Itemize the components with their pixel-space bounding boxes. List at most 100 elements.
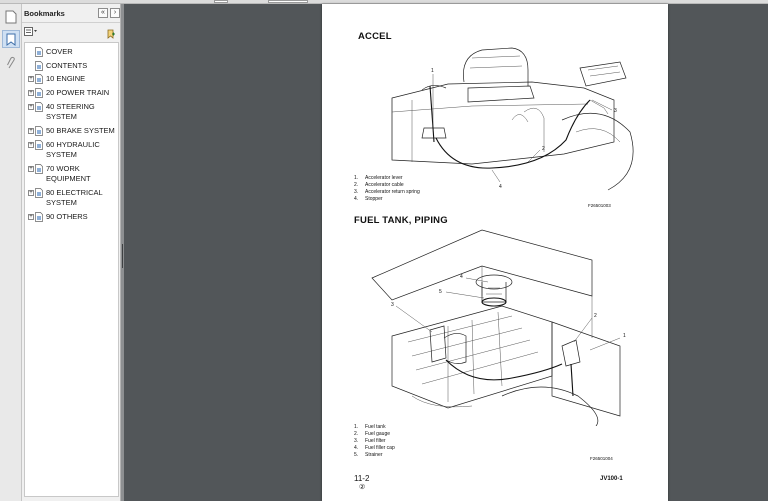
fuel-callout-1: 1 xyxy=(623,333,626,339)
legend-text: Stopper xyxy=(365,196,383,202)
bookmark-item[interactable]: + 80 ELECTRICAL SYSTEM xyxy=(25,188,118,210)
bookmark-item[interactable]: COVER xyxy=(25,47,118,59)
accel-callout-3: 3 xyxy=(614,108,617,114)
bookmark-label: 50 BRAKE SYSTEM xyxy=(46,126,115,135)
legend-row: 4. Stopper xyxy=(354,196,420,203)
bookmark-item[interactable]: + 10 ENGINE xyxy=(25,74,118,86)
bookmark-page-icon xyxy=(35,140,43,150)
legend-text: Accelerator cable xyxy=(365,182,404,188)
bookmarks-toolbar xyxy=(22,23,120,39)
expand-toggle-icon[interactable]: + xyxy=(28,142,34,148)
splitter-grip xyxy=(122,244,123,268)
legend-row: 2. Fuel gauge xyxy=(354,431,395,438)
bookmark-page-icon xyxy=(35,126,43,136)
double-left-arrow-icon[interactable]: « xyxy=(98,8,108,18)
fuel-callout-3: 3 xyxy=(391,302,394,308)
fuel-callout-5: 5 xyxy=(439,289,442,295)
document-page: ACCEL 1 2 xyxy=(322,4,668,501)
bookmark-item[interactable]: + 50 BRAKE SYSTEM xyxy=(25,126,118,138)
revision-mark: ② xyxy=(359,484,366,491)
accel-figure-id: F26501003 xyxy=(588,203,611,208)
fuel-callout-2: 2 xyxy=(594,313,597,319)
bookmark-label: 80 ELECTRICAL SYSTEM xyxy=(46,188,103,207)
legend-text: Accelerator lever xyxy=(365,175,403,181)
legend-number: 5. xyxy=(354,452,359,458)
expand-bookmark-icon[interactable] xyxy=(106,26,116,39)
expand-toggle-icon[interactable]: + xyxy=(28,128,34,134)
expand-toggle-icon[interactable]: + xyxy=(28,166,34,172)
bookmarks-button[interactable] xyxy=(2,30,20,48)
model-code: JV100-1 xyxy=(600,476,623,482)
bookmark-page-icon xyxy=(35,102,43,112)
bookmark-label: 40 STEERING SYSTEM xyxy=(46,102,95,121)
bookmark-page-icon xyxy=(35,164,43,174)
bookmark-page-icon xyxy=(35,88,43,98)
accel-callout-4: 4 xyxy=(499,184,502,190)
right-arrow-icon[interactable]: › xyxy=(110,8,120,18)
accel-legend: 1.Accelerator lever 2.Accelerator cable … xyxy=(354,175,420,203)
expand-toggle-icon[interactable]: + xyxy=(28,76,34,82)
legend-number: 1. xyxy=(354,175,359,181)
page-number: 11-2 xyxy=(354,474,370,483)
bookmark-label: COVER xyxy=(46,47,73,56)
attachments-button[interactable] xyxy=(2,54,20,72)
bookmark-item[interactable]: + 90 OTHERS xyxy=(25,212,118,224)
legend-number: 4. xyxy=(354,196,359,202)
page-icon xyxy=(5,10,17,24)
bookmark-label: CONTENTS xyxy=(46,61,88,70)
accel-section-title: ACCEL xyxy=(358,31,392,42)
page-number-field[interactable] xyxy=(214,0,228,3)
bookmark-label: 90 OTHERS xyxy=(46,212,88,221)
legend-text: Fuel gauge xyxy=(365,431,391,437)
expand-toggle-icon[interactable]: + xyxy=(28,90,34,96)
legend-number: 2. xyxy=(354,182,359,188)
panel-splitter[interactable] xyxy=(121,4,124,501)
expand-toggle-icon[interactable]: + xyxy=(28,214,34,220)
accelerator-diagram: 1 2 3 4 xyxy=(391,47,634,191)
bookmark-page-icon xyxy=(35,188,43,198)
bookmark-label: 70 WORK EQUIPMENT xyxy=(46,164,91,183)
bookmark-label: 10 ENGINE xyxy=(46,74,86,83)
navigation-rail xyxy=(0,4,22,501)
bookmark-page-icon xyxy=(35,74,43,84)
bookmark-tree: COVER CONTENTS + 10 ENGINE + 20 POWER TR… xyxy=(24,42,119,497)
panel-title: Bookmarks xyxy=(24,8,65,18)
bookmark-item[interactable]: + 40 STEERING SYSTEM xyxy=(25,102,118,124)
legend-number: 3. xyxy=(354,189,359,195)
bookmark-options-icon[interactable] xyxy=(24,26,38,36)
bookmark-item[interactable]: + 70 WORK EQUIPMENT xyxy=(25,164,118,186)
fuel-section-title: FUEL TANK, PIPING xyxy=(354,215,448,226)
accel-callout-1: 1 xyxy=(431,68,434,74)
bookmark-item[interactable]: + 60 HYDRAULIC SYSTEM xyxy=(25,140,118,162)
bookmark-item[interactable]: + 20 POWER TRAIN xyxy=(25,88,118,100)
bookmarks-panel: Bookmarks « › COVER xyxy=(22,4,121,501)
page-thumbnails-button[interactable] xyxy=(2,8,20,26)
paperclip-icon xyxy=(7,56,15,69)
accel-callout-2: 2 xyxy=(542,146,545,152)
legend-text: Fuel tank xyxy=(365,424,386,430)
toolbar-strip xyxy=(0,0,768,4)
fuel-tank-diagram: 1 2 3 4 5 xyxy=(371,229,626,426)
expand-toggle-icon[interactable]: + xyxy=(28,190,34,196)
bookmark-page-icon xyxy=(35,47,43,57)
fuel-callout-4: 4 xyxy=(460,274,463,280)
legend-row: 3. Accelerator return spring xyxy=(354,189,420,196)
expand-toggle-icon[interactable]: + xyxy=(28,104,34,110)
legend-text: Accelerator return spring xyxy=(365,189,420,195)
legend-row: 4. Fuel filler cap xyxy=(354,445,395,452)
bookmark-label: 20 POWER TRAIN xyxy=(46,88,110,97)
zoom-field[interactable] xyxy=(268,0,308,3)
bookmark-item[interactable]: CONTENTS xyxy=(25,61,118,73)
legend-number: 2. xyxy=(354,431,359,437)
bookmark-icon xyxy=(6,33,16,46)
bookmark-page-icon xyxy=(35,212,43,222)
legend-text: Fuel filter xyxy=(365,438,386,444)
legend-text: Strainer xyxy=(365,452,383,458)
legend-text: Fuel filler cap xyxy=(365,445,395,451)
legend-number: 1. xyxy=(354,424,359,430)
legend-row: 3.Fuel filter xyxy=(354,438,395,445)
bookmarks-panel-header: Bookmarks xyxy=(22,4,120,23)
legend-row: 1. Accelerator lever xyxy=(354,175,420,182)
legend-row: 1. Fuel tank xyxy=(354,424,395,431)
legend-number: 4. xyxy=(354,445,359,451)
